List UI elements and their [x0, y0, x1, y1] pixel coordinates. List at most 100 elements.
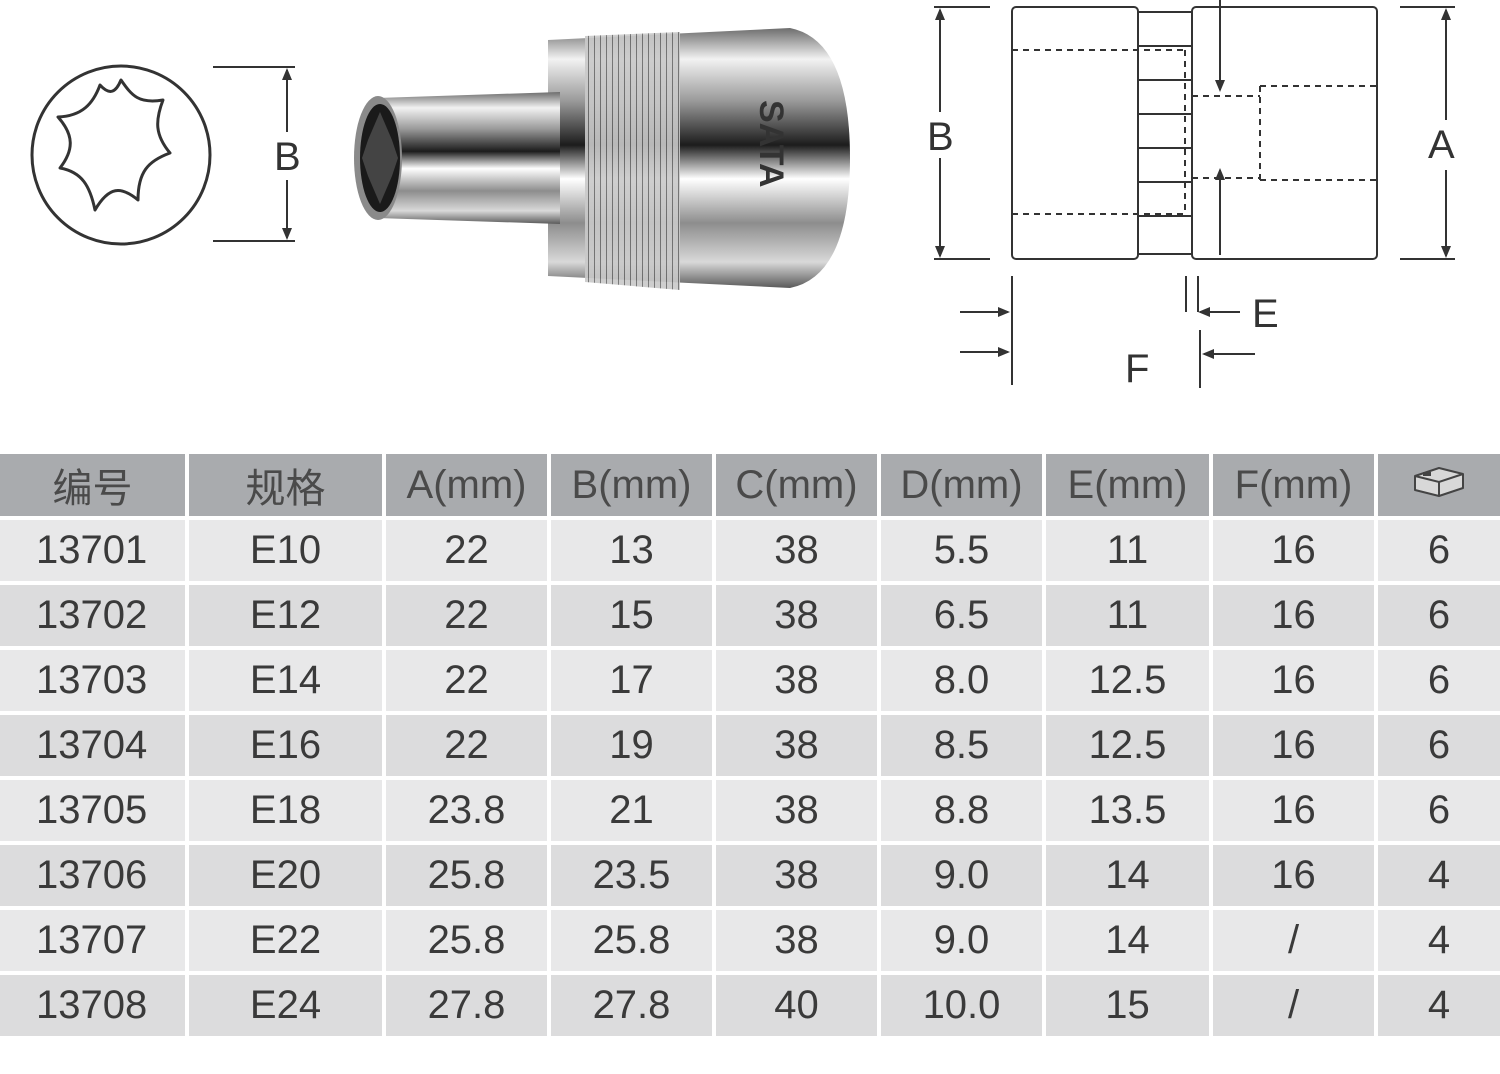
- cell-f: 16: [1213, 780, 1374, 841]
- right-label-e: E: [1252, 292, 1279, 336]
- cell-e: 11: [1046, 520, 1209, 581]
- cell-quantity: 4: [1378, 975, 1500, 1036]
- cell-quantity: 4: [1378, 845, 1500, 906]
- cell-e: 12.5: [1046, 650, 1209, 711]
- cell-id: 13701: [0, 520, 185, 581]
- cell-d: 8.0: [881, 650, 1042, 711]
- case-icon: [1414, 466, 1464, 497]
- spec-table: 编号 规格 A(mm) B(mm) C(mm) D(mm) E(mm) F(mm…: [0, 450, 1500, 1040]
- cell-b: 13: [551, 520, 712, 581]
- cell-spec: E22: [189, 910, 382, 971]
- cell-c: 38: [716, 650, 877, 711]
- cell-e: 11: [1046, 585, 1209, 646]
- cell-a: 22: [386, 650, 547, 711]
- cell-d: 9.0: [881, 845, 1042, 906]
- table-header-row: 编号 规格 A(mm) B(mm) C(mm) D(mm) E(mm) F(mm…: [0, 454, 1500, 516]
- cell-f: /: [1213, 975, 1374, 1036]
- cell-e: 14: [1046, 910, 1209, 971]
- cell-spec: E14: [189, 650, 382, 711]
- header-f: F(mm): [1213, 454, 1374, 516]
- cell-id: 13705: [0, 780, 185, 841]
- figures-area: B SATA: [0, 0, 1500, 440]
- cell-id: 13703: [0, 650, 185, 711]
- cell-b: 27.8: [551, 975, 712, 1036]
- cell-b: 25.8: [551, 910, 712, 971]
- cell-f: 16: [1213, 715, 1374, 776]
- cell-f: 16: [1213, 585, 1374, 646]
- header-quantity: [1378, 454, 1500, 516]
- header-a: A(mm): [386, 454, 547, 516]
- cell-spec: E16: [189, 715, 382, 776]
- cell-id: 13704: [0, 715, 185, 776]
- cell-d: 9.0: [881, 910, 1042, 971]
- cell-e: 13.5: [1046, 780, 1209, 841]
- socket-image: SATA: [354, 28, 850, 290]
- cell-spec: E18: [189, 780, 382, 841]
- cell-d: 8.5: [881, 715, 1042, 776]
- right-label-b: B: [927, 115, 954, 159]
- cell-f: 16: [1213, 650, 1374, 711]
- header-b: B(mm): [551, 454, 712, 516]
- side-dimension-view: [934, 0, 1455, 388]
- cell-id: 13702: [0, 585, 185, 646]
- cell-quantity: 6: [1378, 520, 1500, 581]
- cell-f: 16: [1213, 520, 1374, 581]
- cell-c: 40: [716, 975, 877, 1036]
- cell-f: /: [1213, 910, 1374, 971]
- cell-e: 12.5: [1046, 715, 1209, 776]
- cell-a: 22: [386, 520, 547, 581]
- cell-a: 25.8: [386, 910, 547, 971]
- cell-f: 16: [1213, 845, 1374, 906]
- cell-d: 8.8: [881, 780, 1042, 841]
- left-label-b: B: [274, 135, 301, 179]
- cell-c: 38: [716, 910, 877, 971]
- cell-quantity: 6: [1378, 715, 1500, 776]
- cell-quantity: 6: [1378, 650, 1500, 711]
- cell-c: 38: [716, 585, 877, 646]
- cell-b: 17: [551, 650, 712, 711]
- cell-a: 25.8: [386, 845, 547, 906]
- cell-a: 27.8: [386, 975, 547, 1036]
- cell-id: 13706: [0, 845, 185, 906]
- cell-a: 22: [386, 715, 547, 776]
- right-label-a: A: [1428, 123, 1455, 167]
- cell-quantity: 4: [1378, 910, 1500, 971]
- torx-end-view: B: [30, 64, 301, 246]
- cell-e: 15: [1046, 975, 1209, 1036]
- cell-quantity: 6: [1378, 780, 1500, 841]
- brand-text: SATA: [752, 100, 790, 188]
- cell-d: 6.5: [881, 585, 1042, 646]
- cell-c: 38: [716, 715, 877, 776]
- header-c: C(mm): [716, 454, 877, 516]
- cell-b: 15: [551, 585, 712, 646]
- cell-c: 38: [716, 845, 877, 906]
- cell-a: 23.8: [386, 780, 547, 841]
- cell-spec: E20: [189, 845, 382, 906]
- dimension-arrows: [935, 8, 1451, 359]
- header-d: D(mm): [881, 454, 1042, 516]
- cell-id: 13707: [0, 910, 185, 971]
- cell-spec: E12: [189, 585, 382, 646]
- cell-b: 23.5: [551, 845, 712, 906]
- header-id: 编号: [0, 454, 185, 516]
- technical-drawings: B SATA: [30, 0, 1455, 391]
- cell-a: 22: [386, 585, 547, 646]
- cell-b: 21: [551, 780, 712, 841]
- cell-c: 38: [716, 780, 877, 841]
- right-label-f: F: [1125, 347, 1149, 391]
- cell-spec: E24: [189, 975, 382, 1036]
- cell-e: 14: [1046, 845, 1209, 906]
- header-e: E(mm): [1046, 454, 1209, 516]
- cell-d: 10.0: [881, 975, 1042, 1036]
- cell-c: 38: [716, 520, 877, 581]
- cell-spec: E10: [189, 520, 382, 581]
- cell-quantity: 6: [1378, 585, 1500, 646]
